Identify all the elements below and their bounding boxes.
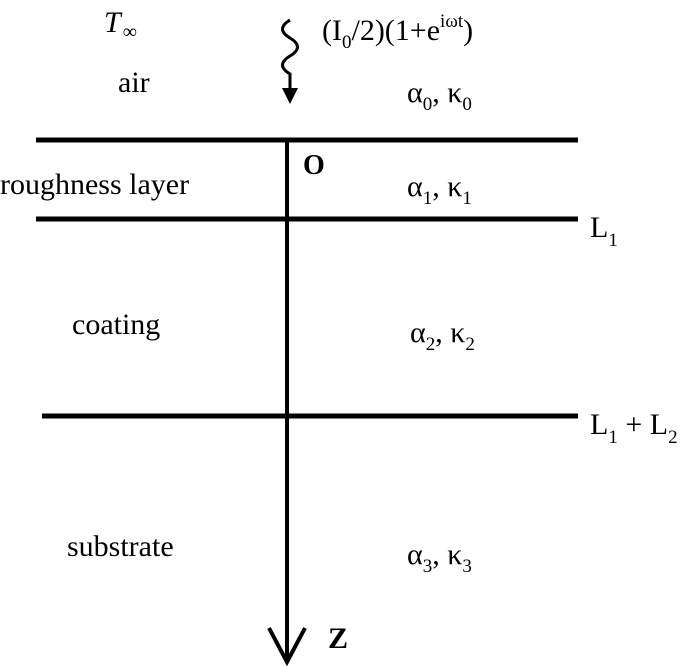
origin-label: O [303,150,325,181]
air-properties-label: α0, κ0 [407,76,472,115]
coating-layer-label: coating [72,308,160,341]
air-layer-label: air [118,66,150,99]
coating-properties-label: α2, κ2 [410,316,475,355]
substrate-properties-label: α3, κ3 [407,538,472,577]
substrate-layer-label: substrate [67,530,174,563]
interface-l1-plus-l2-label: L1 + L2 [590,408,678,448]
incident-wavy-arrow-icon [281,18,299,90]
z-axis-arrowhead [267,627,307,666]
ambient-temperature-label: T∞ [104,6,137,43]
roughness-layer-label: roughness layer [0,168,189,201]
incident-arrowhead [282,88,298,104]
heat-source-expression: (I0/2)(1+eiωt) [322,11,473,53]
roughness-properties-label: α1, κ1 [407,170,472,209]
interface-l1-label: L1 [590,211,618,251]
z-axis-label: Z [328,622,348,655]
